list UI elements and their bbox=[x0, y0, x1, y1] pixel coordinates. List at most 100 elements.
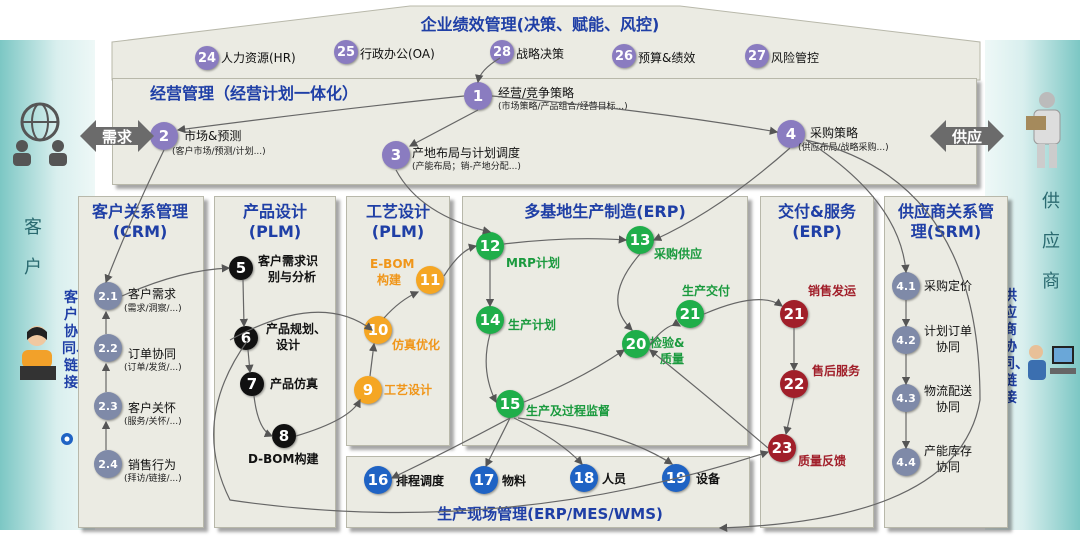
customer-demand-label: 客户需求 bbox=[128, 287, 177, 301]
circle-12: 12 bbox=[476, 232, 504, 260]
erp-manufacturing-title: 多基地生产制造(ERP) bbox=[524, 202, 686, 221]
small-logo-icon bbox=[61, 433, 73, 445]
circle-2-3: 2.3 bbox=[94, 392, 122, 420]
purchase-strategy-sub: (供应布局/战略采购...) bbox=[798, 143, 889, 153]
circle-21-green: 21 bbox=[676, 300, 704, 328]
circle-2: 2 bbox=[150, 122, 178, 150]
capacity-inventory-label-2: 协同 bbox=[936, 460, 961, 474]
circle-7: 7 bbox=[240, 372, 264, 396]
circle-13: 13 bbox=[626, 226, 654, 254]
order-collab-label: 订单协同 bbox=[128, 347, 177, 361]
product-simulation-label: 产品仿真 bbox=[270, 377, 319, 391]
sales-behavior-sub: (拜访/链接/...) bbox=[124, 474, 182, 484]
oa-label: 行政办公(OA) bbox=[360, 47, 435, 61]
market-forecast-label: 市场&预测 bbox=[184, 129, 242, 143]
circle-23: 23 bbox=[768, 434, 796, 462]
sales-shipping-label: 销售发运 bbox=[808, 284, 857, 298]
customer-care-sub: (服务/关怀/...) bbox=[124, 417, 182, 427]
circle-4-2: 4.2 bbox=[892, 326, 920, 354]
circle-20: 20 bbox=[622, 330, 650, 358]
management-title: 经营管理（经营计划一体化） bbox=[150, 84, 359, 103]
circle-9: 9 bbox=[354, 376, 382, 404]
plan-order-label-2: 协同 bbox=[936, 340, 961, 354]
production-plan-label: 生产计划 bbox=[508, 318, 557, 332]
circle-24: 24 bbox=[195, 46, 219, 70]
circle-19: 19 bbox=[662, 464, 690, 492]
mrp-label: MRP计划 bbox=[506, 256, 560, 270]
demand-analysis-label-1: 客户需求识 bbox=[258, 254, 319, 268]
circle-22: 22 bbox=[780, 370, 808, 398]
simulation-opt-label: 仿真优化 bbox=[392, 338, 441, 352]
crm-subtitle: (CRM) bbox=[112, 222, 168, 241]
circle-26: 26 bbox=[612, 44, 636, 68]
purchase-supply-label: 采购供应 bbox=[654, 247, 703, 261]
hr-label: 人力资源(HR) bbox=[221, 51, 296, 65]
equipment-label: 设备 bbox=[696, 472, 721, 486]
logistics-label-2: 协同 bbox=[936, 400, 961, 414]
process-design-title: 工艺设计 bbox=[365, 202, 430, 221]
dbom-label: D-BOM构建 bbox=[248, 452, 319, 466]
capacity-inventory-label-1: 产能库存 bbox=[924, 444, 973, 458]
demand-analysis-label-2: 别与分析 bbox=[268, 270, 317, 284]
circle-4-4: 4.4 bbox=[892, 448, 920, 476]
competition-strategy-label: 经营/竞争策略 bbox=[498, 86, 575, 100]
competition-strategy-sub: (市场策略/产品组合/经营目标...) bbox=[498, 102, 628, 112]
circle-17: 17 bbox=[470, 466, 498, 494]
customer-person-icon bbox=[20, 326, 56, 380]
quality-feedback-label: 质量反馈 bbox=[798, 454, 847, 468]
inspection-label-2: 质量 bbox=[660, 352, 685, 366]
circle-8: 8 bbox=[272, 424, 296, 448]
logistics-label-1: 物流配送 bbox=[924, 384, 973, 398]
circle-25: 25 bbox=[334, 40, 358, 64]
process-design-subtitle: (PLM) bbox=[371, 222, 425, 241]
circle-2-2: 2.2 bbox=[94, 334, 122, 362]
plm-product-title: 产品设计 bbox=[242, 202, 307, 221]
delivery-subtitle: (ERP) bbox=[792, 222, 842, 241]
demand-arrow-label: 需求 bbox=[101, 128, 132, 146]
delivery-service-box bbox=[760, 196, 874, 528]
supplier-vertical-text: 供应商 bbox=[1042, 191, 1060, 292]
circle-2-4: 2.4 bbox=[94, 450, 122, 478]
market-forecast-sub: (客户市场/预测/计划...) bbox=[172, 147, 266, 157]
delivery-title: 交付&服务 bbox=[778, 202, 856, 221]
plm-product-subtitle: (PLM) bbox=[248, 222, 302, 241]
strategy-decision-label: 战略决策 bbox=[516, 47, 565, 61]
product-planning-label-1: 产品规划、 bbox=[266, 322, 327, 336]
circle-4-3: 4.3 bbox=[892, 384, 920, 412]
circle-28: 28 bbox=[490, 40, 514, 64]
scheduling-label: 排程调度 bbox=[396, 474, 445, 488]
supply-arrow-label: 供应 bbox=[951, 128, 982, 146]
circle-15: 15 bbox=[496, 390, 524, 418]
order-collab-sub: (订单/发货/...) bbox=[124, 363, 182, 373]
circle-3: 3 bbox=[382, 141, 410, 169]
circle-2-1: 2.1 bbox=[94, 282, 122, 310]
supplier-worker-icon bbox=[1028, 345, 1076, 380]
circle-16: 16 bbox=[364, 466, 392, 494]
personnel-label: 人员 bbox=[602, 472, 627, 486]
process-design-label: 工艺设计 bbox=[384, 383, 433, 397]
demand-arrow bbox=[80, 120, 154, 152]
customer-globe-icon bbox=[13, 102, 67, 166]
circle-5: 5 bbox=[229, 256, 253, 280]
purchase-pricing-label: 采购定价 bbox=[924, 279, 973, 293]
plan-order-label-1: 计划订单 bbox=[924, 324, 973, 338]
circle-10: 10 bbox=[364, 316, 392, 344]
circle-18: 18 bbox=[570, 464, 598, 492]
ebom-label-2: 构建 bbox=[377, 273, 402, 287]
customer-care-label: 客户关怀 bbox=[128, 401, 177, 415]
ebom-label-1: E-BOM bbox=[370, 257, 415, 271]
circle-4-1: 4.1 bbox=[892, 272, 920, 300]
sales-behavior-label: 销售行为 bbox=[128, 458, 177, 472]
srm-title: 供应商关系管 bbox=[897, 202, 994, 221]
srm-box bbox=[884, 196, 1008, 528]
after-sales-label: 售后服务 bbox=[812, 364, 861, 378]
purchase-strategy-label: 采购策略 bbox=[810, 126, 859, 140]
circle-11: 11 bbox=[416, 266, 444, 294]
circle-14: 14 bbox=[476, 306, 504, 334]
customer-demand-sub: (需求/洞察/...) bbox=[124, 304, 182, 314]
crm-title: 客户关系管理 bbox=[91, 202, 188, 221]
supplier-person-icon bbox=[1026, 92, 1061, 168]
production-supervision-label: 生产及过程监督 bbox=[526, 404, 611, 418]
circle-6: 6 bbox=[234, 326, 258, 350]
